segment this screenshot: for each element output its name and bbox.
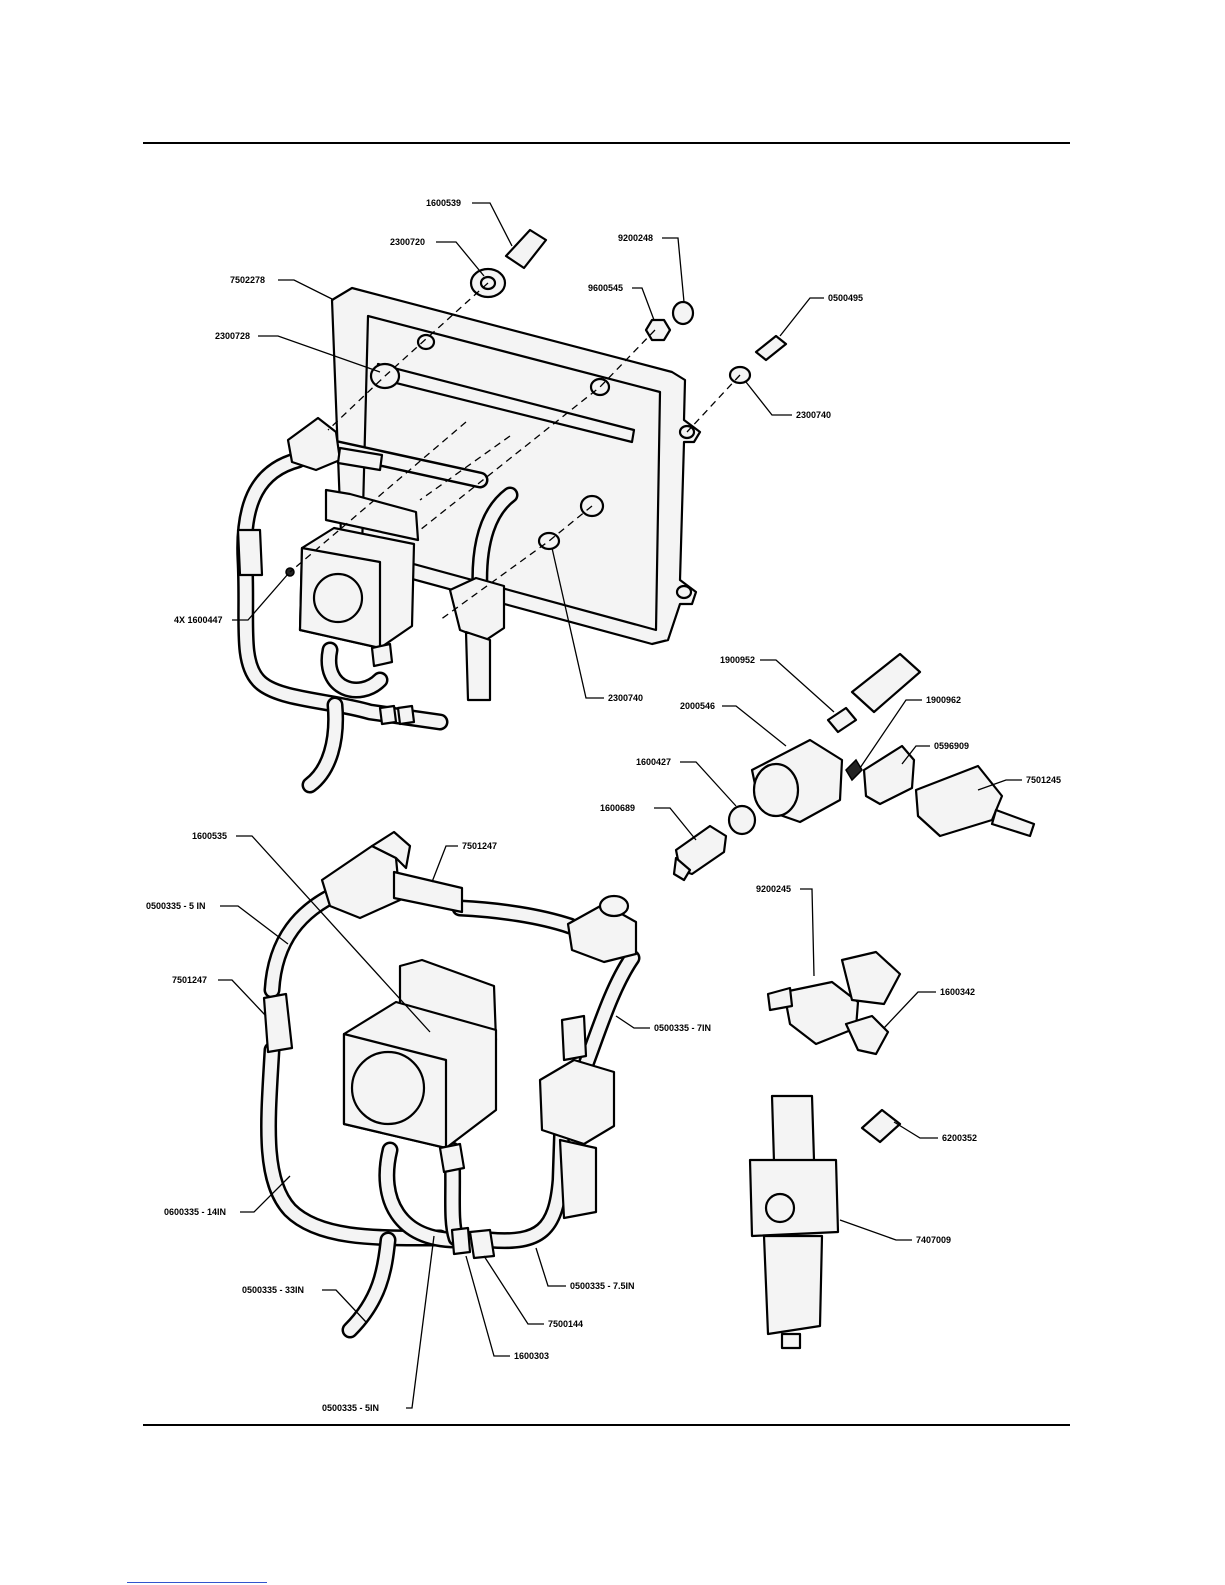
clamp-bottom-top	[380, 706, 396, 724]
callout-label: 1900962	[926, 695, 961, 705]
callout-label: 1600689	[600, 803, 635, 813]
solenoid-coil-cap	[314, 574, 362, 622]
check-valve-7501247-upper	[394, 872, 462, 912]
footer-link-underline[interactable]	[127, 1568, 267, 1583]
tee-detail-assembly	[674, 654, 1034, 880]
callout-label: 1600535	[192, 831, 227, 841]
callout-label: 2300740	[608, 693, 643, 703]
callout-label: 0500335 - 7IN	[654, 1023, 711, 1033]
solenoid-coil-bottom	[352, 1052, 424, 1124]
filter-screen-1900952	[828, 708, 856, 732]
o-ring-1900962	[846, 760, 862, 780]
callout-label: 2000546	[680, 701, 715, 711]
solenoid-fitting-bottom	[372, 644, 392, 666]
barb-hose-adapter	[852, 654, 920, 712]
valve-0500495	[756, 336, 786, 360]
filter-regulator-top	[450, 578, 504, 640]
callout-label: 7501245	[1026, 775, 1061, 785]
cap-right-tee	[600, 896, 628, 916]
barb-fitting-1600539	[506, 230, 546, 268]
callout-label: 4X 1600447	[174, 615, 223, 625]
cap-9200248	[673, 302, 693, 324]
check-valve-7501245	[916, 766, 1002, 836]
filter-drain	[782, 1334, 800, 1348]
inline-valve-9200245	[784, 982, 858, 1044]
callout-label: 7407009	[916, 1235, 951, 1245]
filter-bowl-bottom	[560, 1140, 596, 1218]
callout-label: 2300720	[390, 237, 425, 247]
callout-label: 0500335 - 5 IN	[146, 901, 206, 911]
assembly-line	[687, 375, 740, 432]
callout-label: 0500335 - 5IN	[322, 1403, 379, 1413]
filter-bowl-top	[466, 632, 490, 700]
callout-label: 0500335 - 33IN	[242, 1285, 304, 1295]
inline-valve-knob	[842, 952, 900, 1004]
regulator-body-bottom	[540, 1060, 614, 1144]
tee-port-2000546	[754, 764, 798, 816]
panel-hole	[418, 335, 434, 349]
fitting-6200352	[862, 1110, 900, 1142]
tee-fitting-top	[288, 418, 340, 470]
regulator-body-7407009	[750, 1160, 838, 1236]
callout-label: 0500495	[828, 293, 863, 303]
regulator-gauge	[766, 1194, 794, 1222]
clamp-1600303	[452, 1228, 470, 1254]
callout-label: 1900952	[720, 655, 755, 665]
clamp-left-top	[238, 530, 262, 575]
callout-label: 1600303	[514, 1351, 549, 1361]
panel-hole	[677, 586, 691, 598]
reducer-0596909	[864, 746, 914, 804]
callout-label: 7500144	[548, 1319, 583, 1329]
callout-label: 2300740	[796, 410, 831, 420]
check-valve-7501247-left	[264, 994, 292, 1052]
callout-label: 7501247	[462, 841, 497, 851]
callout-label: 9200245	[756, 884, 791, 894]
callout-label: 9200248	[618, 233, 653, 243]
inline-valve-left-barb	[768, 988, 792, 1010]
callout-label: 1600342	[940, 987, 975, 997]
callout-label: 1600539	[426, 198, 461, 208]
callout-label: 0600335 - 14IN	[164, 1207, 226, 1217]
regulator-knob-bottom	[562, 1016, 586, 1060]
solenoid-outlet-bottom	[440, 1144, 464, 1172]
filter-bowl-7407009	[764, 1236, 822, 1334]
callout-label: 2300728	[215, 331, 250, 341]
check-valve-barb	[992, 810, 1034, 836]
callout-label: 7501247	[172, 975, 207, 985]
elbow-1600342	[846, 1016, 888, 1054]
bushing-1600427	[729, 806, 755, 834]
callout-label: 9600545	[588, 283, 623, 293]
bottom-assembly	[264, 832, 900, 1348]
nut-9600545	[646, 320, 670, 340]
callout-label: 0596909	[934, 741, 969, 751]
callout-label: 0500335 - 7.5IN	[570, 1281, 635, 1291]
callout-label: 6200352	[942, 1133, 977, 1143]
clamp-bottom-top-2	[398, 706, 414, 724]
callout-label: 7502278	[230, 275, 265, 285]
regulator-knob-7407009	[772, 1096, 814, 1162]
clamp-7500144	[470, 1230, 494, 1258]
tee-fitting-bottom	[322, 846, 400, 918]
callout-label: 1600427	[636, 757, 671, 767]
